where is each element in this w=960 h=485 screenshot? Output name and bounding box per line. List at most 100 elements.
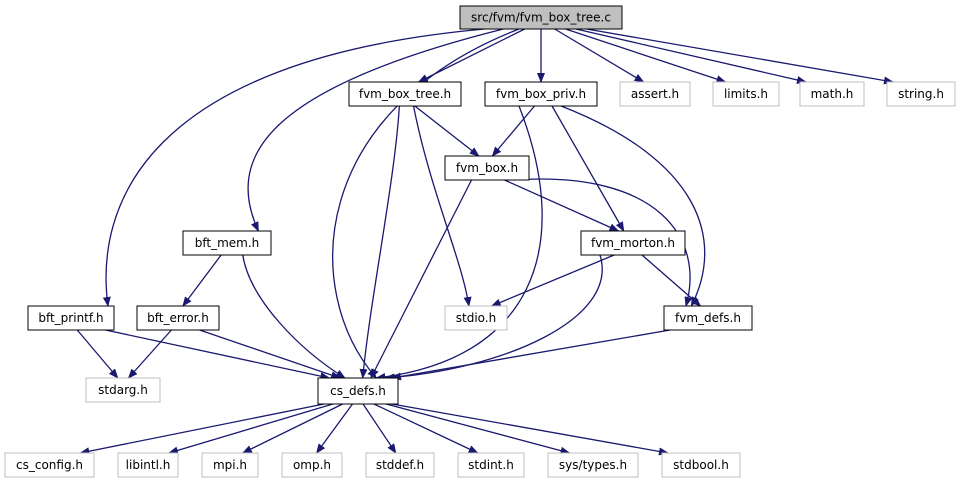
- node-box: [365, 452, 435, 478]
- edge-root-to-cs-defs-h: [332, 28, 520, 379]
- node-label: stddef.h: [376, 458, 424, 472]
- node-box: [459, 5, 623, 30]
- node-label: sys/types.h: [559, 458, 627, 472]
- node-label: fvm_box_priv.h: [496, 87, 586, 101]
- edge-fvm-box-tree-h-to-fvm-box-h: [414, 105, 480, 157]
- node-fvm-defs-h[interactable]: fvm_defs.h: [663, 305, 753, 331]
- node-label: stdbool.h: [673, 458, 729, 472]
- node-stdint-h: stdint.h: [457, 452, 525, 478]
- node-label: math.h: [811, 87, 854, 101]
- node-label: cs_defs.h: [330, 384, 386, 398]
- node-bft-mem-h[interactable]: bft_mem.h: [182, 230, 272, 256]
- node-box: [201, 452, 259, 478]
- edge-cs-defs-h-to-libintl-h: [168, 403, 333, 455]
- node-label: fvm_defs.h: [675, 311, 741, 325]
- edge-cs-defs-h-to-stddef-h: [362, 403, 397, 454]
- node-box: [444, 155, 530, 181]
- node-assert-h: assert.h: [619, 81, 691, 107]
- node-box: [484, 81, 598, 107]
- node-label: libintl.h: [126, 458, 171, 472]
- edge-fvm-box-h-to-fvm-defs-h: [513, 178, 693, 307]
- edge-root-to-limits-h: [565, 28, 727, 83]
- node-box: [712, 81, 780, 107]
- edge-fvm-box-tree-h-to-cs-defs-h: [359, 105, 401, 379]
- node-box: [117, 452, 179, 478]
- node-label: assert.h: [631, 87, 679, 101]
- edge-bft-error-h-to-cs-defs-h: [199, 329, 341, 379]
- node-cs-config-h: cs_config.h: [4, 452, 95, 478]
- edge-cs-defs-h-to-cs-config-h: [79, 403, 325, 456]
- node-box: [799, 81, 865, 107]
- node-label: fvm_box.h: [456, 161, 518, 175]
- node-cs-defs-h[interactable]: cs_defs.h: [317, 377, 399, 405]
- node-bft-printf-h[interactable]: bft_printf.h: [27, 305, 115, 331]
- node-fvm-box-priv-h[interactable]: fvm_box_priv.h: [484, 81, 598, 107]
- node-sys-types-h: sys/types.h: [547, 452, 639, 478]
- edge-root-to-bft-mem-h: [247, 28, 504, 232]
- node-box: [281, 452, 343, 478]
- node-label: fvm_box_tree.h: [359, 87, 451, 101]
- nodes-layer: src/fvm/fvm_box_tree.c fvm_box_tree.h fvm_…: [4, 5, 956, 478]
- edge-fvm-morton-h-to-stdio-h: [490, 254, 615, 307]
- edge-fvm-box-tree-h-to-stdio-h: [412, 105, 472, 307]
- edge-bft-mem-h-to-bft-error-h: [182, 254, 222, 307]
- node-box: [27, 305, 115, 331]
- edge-fvm-morton-h-to-fvm-defs-h: [641, 254, 702, 307]
- edge-bft-mem-h-to-cs-defs-h: [242, 254, 346, 379]
- node-stdbool-h: stdbool.h: [661, 452, 741, 478]
- edge-bft-printf-h-to-stdarg-h: [76, 329, 119, 379]
- node-label: stdio.h: [456, 311, 496, 325]
- node-label: stdint.h: [468, 458, 514, 472]
- edge-fvm-box-priv-h-to-fvm-defs-h: [560, 105, 706, 307]
- node-box: [886, 81, 956, 107]
- edges-layer: [76, 28, 894, 456]
- node-box: [182, 230, 272, 256]
- edge-root-to-math-h: [575, 28, 807, 84]
- node-label: mpi.h: [213, 458, 247, 472]
- edge-fvm-defs-h-to-cs-defs-h: [391, 329, 671, 381]
- node-box: [580, 230, 686, 256]
- node-label: bft_error.h: [147, 311, 209, 325]
- node-mpi-h: mpi.h: [201, 452, 259, 478]
- node-bft-error-h[interactable]: bft_error.h: [136, 305, 220, 331]
- node-stddef-h: stddef.h: [365, 452, 435, 478]
- edge-fvm-morton-h-to-cs-defs-h: [384, 254, 603, 382]
- node-box: [547, 452, 639, 478]
- node-stdarg-h: stdarg.h: [85, 377, 161, 403]
- node-box: [444, 305, 508, 331]
- node-label: string.h: [898, 87, 944, 101]
- edge-bft-error-h-to-stdarg-h: [127, 329, 172, 379]
- node-stdio-h: stdio.h: [444, 305, 508, 331]
- edge-root-to-bft-printf-h: [102, 28, 485, 307]
- node-fvm-box-h[interactable]: fvm_box.h: [444, 155, 530, 181]
- node-label: bft_printf.h: [38, 311, 103, 325]
- node-label: bft_mem.h: [195, 236, 260, 250]
- node-label: limits.h: [724, 87, 768, 101]
- node-box: [348, 81, 462, 107]
- edge-cs-defs-h-to-omp-h: [316, 403, 354, 454]
- node-label: src/fvm/fvm_box_tree.c: [471, 11, 611, 25]
- edge-bft-printf-h-to-cs-defs-h: [105, 329, 331, 381]
- node-label: fvm_morton.h: [591, 236, 675, 250]
- node-fvm-morton-h[interactable]: fvm_morton.h: [580, 230, 686, 256]
- node-label: cs_config.h: [16, 458, 83, 472]
- edge-fvm-box-h-to-cs-defs-h: [370, 179, 473, 379]
- edge-cs-defs-h-to-sys-types-h: [386, 403, 571, 455]
- node-box: [4, 452, 95, 478]
- node-box: [619, 81, 691, 107]
- node-box: [663, 305, 753, 331]
- node-box: [85, 377, 161, 403]
- node-fvm-box-tree-h[interactable]: fvm_box_tree.h: [348, 81, 462, 107]
- edge-root-to-string-h: [586, 28, 894, 85]
- node-limits-h: limits.h: [712, 81, 780, 107]
- node-root[interactable]: src/fvm/fvm_box_tree.c: [459, 5, 623, 30]
- edge-root-to-assert-h: [554, 28, 645, 83]
- node-box: [136, 305, 220, 331]
- edge-cs-defs-h-to-stdbool-h: [391, 403, 669, 456]
- node-box: [317, 377, 399, 405]
- node-label: omp.h: [293, 458, 331, 472]
- edge-cs-defs-h-to-mpi-h: [241, 403, 343, 454]
- node-libintl-h: libintl.h: [117, 452, 179, 478]
- node-box: [661, 452, 741, 478]
- node-box: [457, 452, 525, 478]
